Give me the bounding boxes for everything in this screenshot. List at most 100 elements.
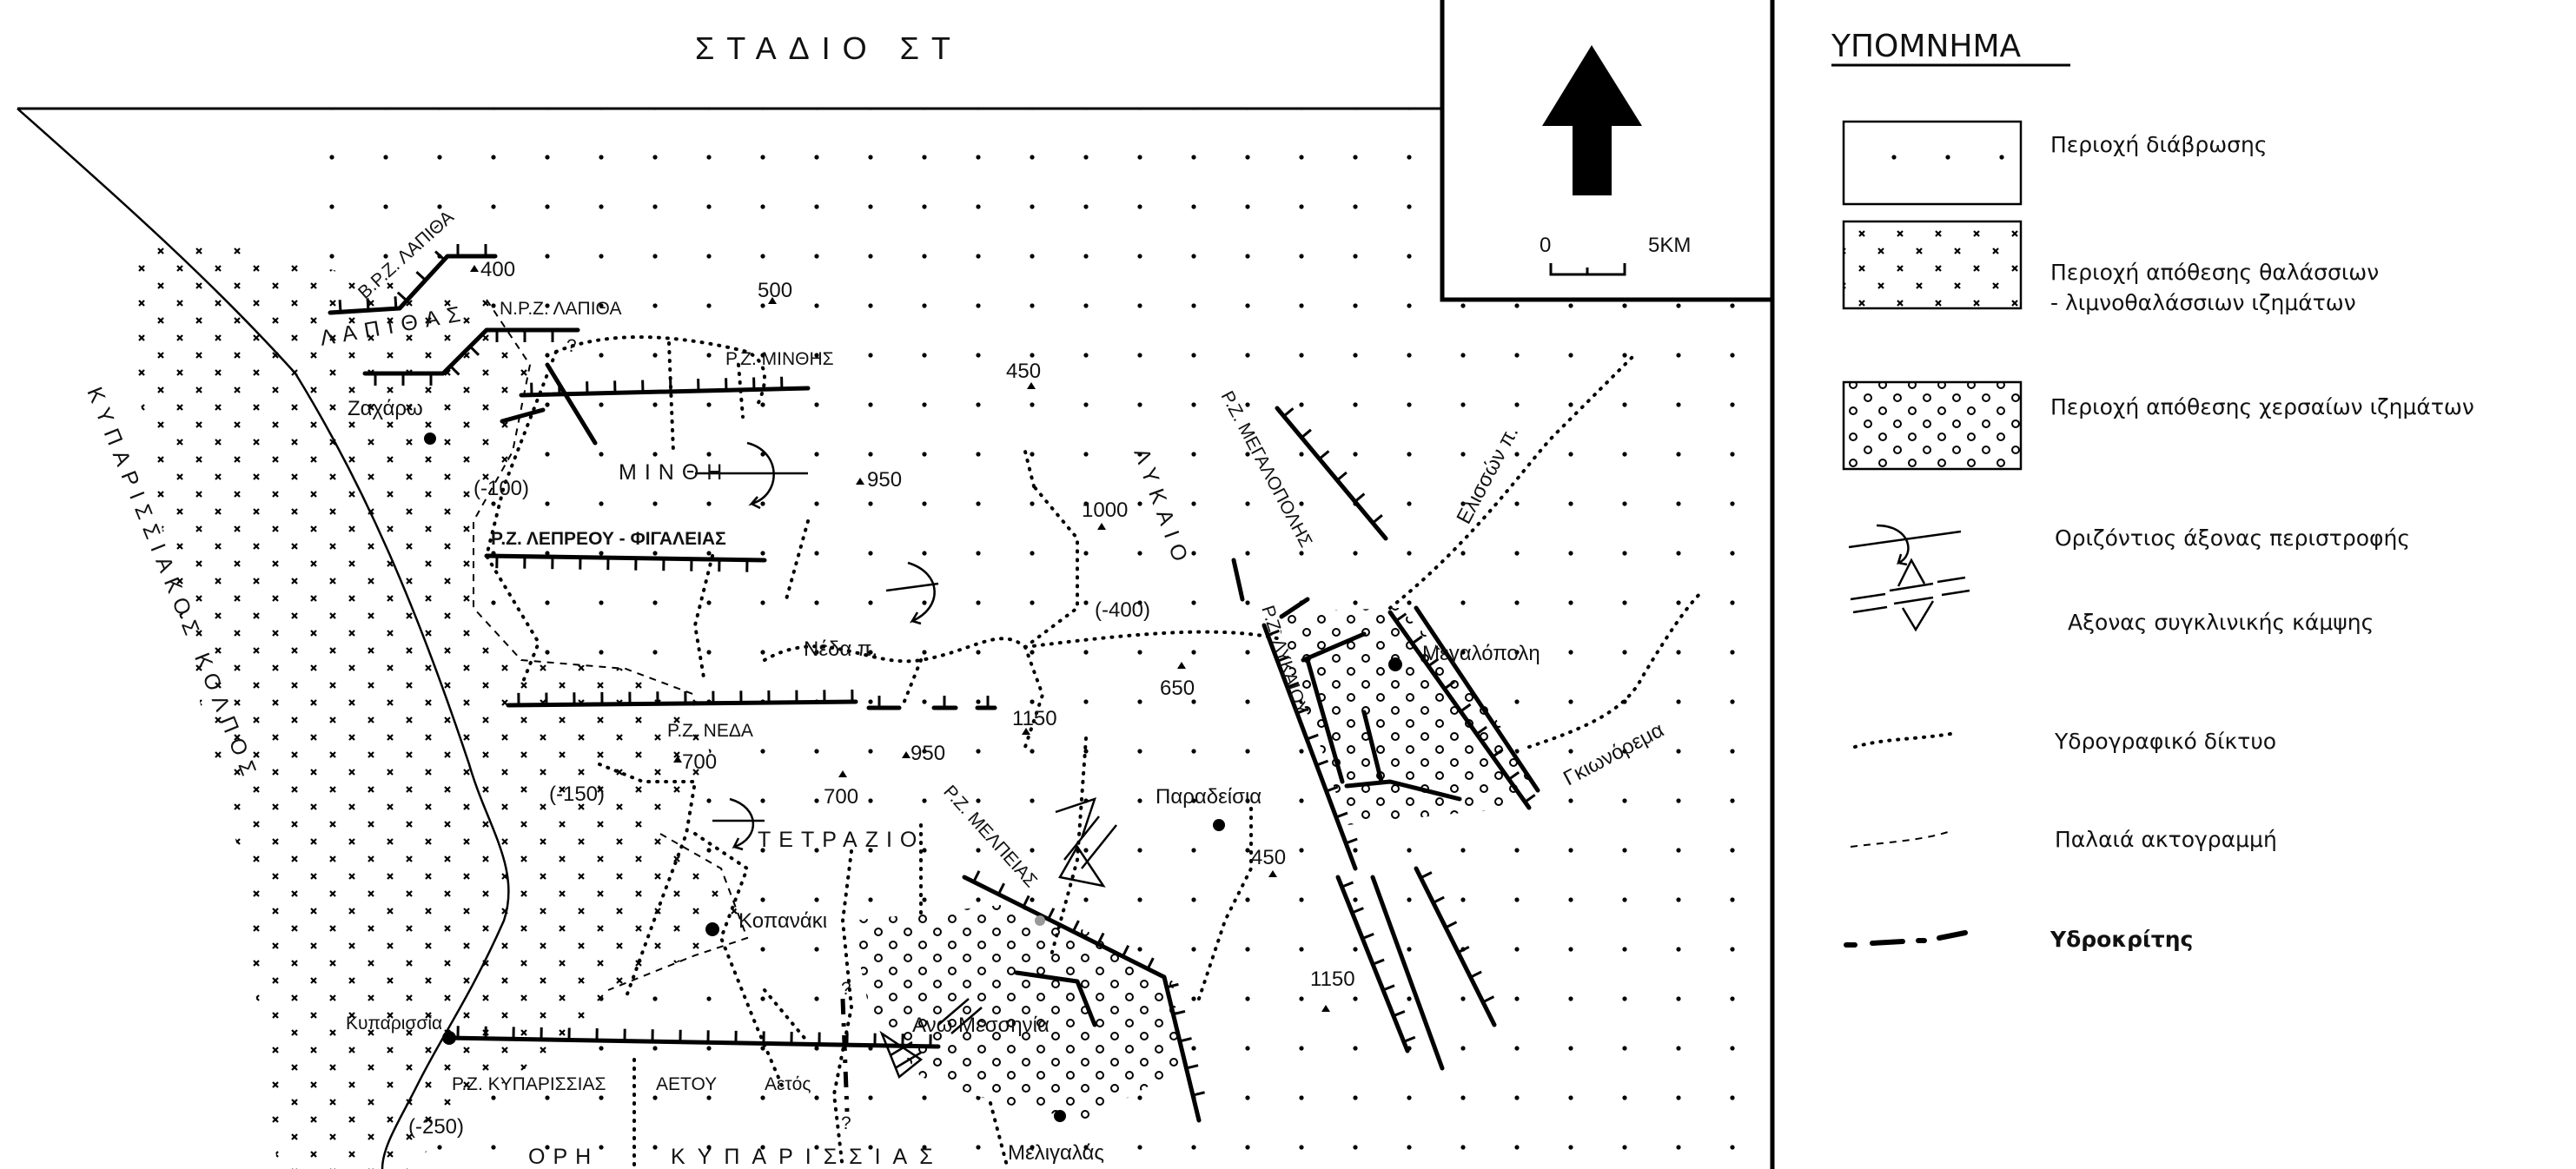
fault-lykaiou [1262, 623, 1358, 871]
coastline [17, 108, 510, 1169]
continental-deposit-area [851, 608, 1538, 1120]
fault-melpeias [962, 875, 1202, 1123]
elevation: 500 [758, 279, 792, 302]
fault-tick [1047, 908, 1056, 920]
fault-tick [1482, 995, 1495, 1004]
legend-item-divide: Υδροκρίτης [2050, 927, 2193, 952]
fault-lykaio-small [1231, 558, 1245, 602]
fault-tick [1282, 407, 1295, 418]
fault-tick [1315, 759, 1329, 767]
fault-tick [1096, 932, 1105, 945]
rotation-axis-icon [695, 441, 939, 851]
fault-tick [1022, 895, 1030, 908]
legend-item-rotation-axis: Οριζόντιος άξονας περιστροφής [2055, 525, 2410, 551]
uncertain-mark: ? [566, 336, 577, 356]
fault-tick [1475, 725, 1487, 736]
mountain-kyparissias: ΚΥΠΑΡΙΣΣΙΑΣ [671, 1145, 945, 1169]
fault-tick [1173, 1010, 1186, 1016]
scale-start: 0 [1540, 234, 1551, 257]
fault-tick [1179, 1037, 1192, 1043]
town-kopanaki: Κοπανάκι [738, 909, 827, 933]
fault-east-2 [1370, 875, 1445, 1071]
fault-tick [1287, 681, 1300, 689]
fault-kyparissias [445, 1035, 941, 1049]
town-megalopoli: Μεγαλόπολη [1422, 642, 1540, 665]
fault-tick [1122, 945, 1130, 957]
elevation: 450 [1006, 360, 1041, 383]
legend-item-syncline: Αξονας συγκλινικής κάμψης [2068, 610, 2374, 635]
fault-tick [1507, 770, 1520, 781]
fault-label-minthis: Ρ.Ζ. ΜΙΝΘΗΣ [725, 349, 834, 369]
fault-minthis [519, 386, 811, 398]
fault-megalopoli-s [1344, 779, 1462, 802]
north-arrow-icon [1542, 45, 1642, 195]
fault-tick [1469, 970, 1482, 979]
legend-item-erosion: Περιοχή διάβρωσης [2050, 132, 2268, 157]
fault-tick [415, 270, 427, 281]
fault-tick [449, 365, 460, 376]
mountain-minthi: ΜΙΝΘΗ [619, 460, 730, 485]
fault-neda [506, 699, 858, 708]
fault-tick [1326, 785, 1339, 793]
depth: (-250) [408, 1115, 464, 1139]
fault-tick [1524, 794, 1536, 803]
elevation: 400 [480, 258, 515, 281]
fault-tick [1443, 680, 1455, 690]
legend: ΥΠΟΜΝΗΜΑ Περιοχή διάβρωσης Περιοχή απόθε… [1831, 29, 2474, 952]
elevation: 700 [824, 785, 858, 809]
fault-tick [1345, 837, 1358, 845]
fault-megalopoli-e [1387, 610, 1532, 810]
town-kyparissia: Κυπαρισσία [346, 1014, 442, 1034]
fault-tick [1318, 450, 1330, 460]
fault-east-3 [1414, 866, 1497, 1027]
elevation: 950 [911, 742, 945, 765]
depth: (-100) [473, 477, 529, 500]
mountain-ori: ΟΡΗ [528, 1145, 599, 1169]
fault-tick [1335, 811, 1348, 819]
fault-label-n-lapitha: Ν.Ρ.Ζ. ΛΑΠΙΘΑ [500, 299, 622, 319]
town-aetos: Αετός [765, 1074, 811, 1094]
fault-lykaio-small [1279, 597, 1310, 619]
fault-megalopoli-inner [1361, 710, 1384, 784]
fault-tick [1354, 492, 1366, 503]
legend-divide-icon [1844, 930, 1968, 948]
fault-b-lapitha [328, 254, 498, 315]
fault-megalopoli-e2 [1414, 605, 1540, 793]
fault-minthis-small [500, 407, 546, 424]
legend-item-marine: Περιοχή απόθεσης θαλάσσιων [2050, 260, 2379, 285]
elevation: 650 [1160, 677, 1195, 700]
legend-shoreline-icon [1850, 831, 1949, 848]
fault-tick [1276, 655, 1290, 663]
fault-minthis-cross [545, 362, 598, 446]
fault-tick [1306, 733, 1319, 741]
legend-item-marine-2: - λιμνοθαλάσσιων ιζημάτων [2050, 290, 2356, 315]
legend-item-drainage: Υδρογραφικό δίκτυο [2054, 729, 2276, 754]
old-shoreline [473, 299, 749, 991]
fault-east-1 [1335, 875, 1410, 1053]
elevation: 1000 [1082, 499, 1128, 522]
fault-tick [1341, 881, 1354, 888]
syncline-axis-icon [879, 797, 1117, 1080]
legend-syncline-icon [1850, 558, 1970, 632]
fault-megalopoli-w [1301, 631, 1367, 663]
fault-tick [469, 345, 480, 356]
fault-tick [1393, 1010, 1406, 1018]
map-title: ΣΤΑΔΙΟ ΣΤ [695, 30, 963, 66]
fault-megalopolis [1275, 406, 1388, 541]
legend-drainage-icon [1853, 732, 1952, 749]
fault-tick [1445, 921, 1458, 929]
fault-tick [1427, 657, 1440, 668]
uncertain-mark: ? [841, 1113, 851, 1133]
town-markers [424, 433, 1402, 1122]
elevation: 450 [1251, 846, 1286, 869]
mountain-tetrazio: ΤΕΤΡΑΖΙΟ [758, 828, 924, 852]
elevation: 700 [682, 750, 717, 774]
legend-item-shoreline: Παλαιά ακτογραμμή [2055, 827, 2277, 852]
town-meligalas: Μελιγαλάς [1008, 1141, 1104, 1165]
fault-tick [972, 870, 981, 883]
fault-tick [1296, 707, 1309, 715]
fault-label-aetou: ΑΕΤΟΥ [656, 1074, 717, 1094]
fault-tick [1403, 1035, 1416, 1043]
fault-tick [1186, 1064, 1199, 1070]
